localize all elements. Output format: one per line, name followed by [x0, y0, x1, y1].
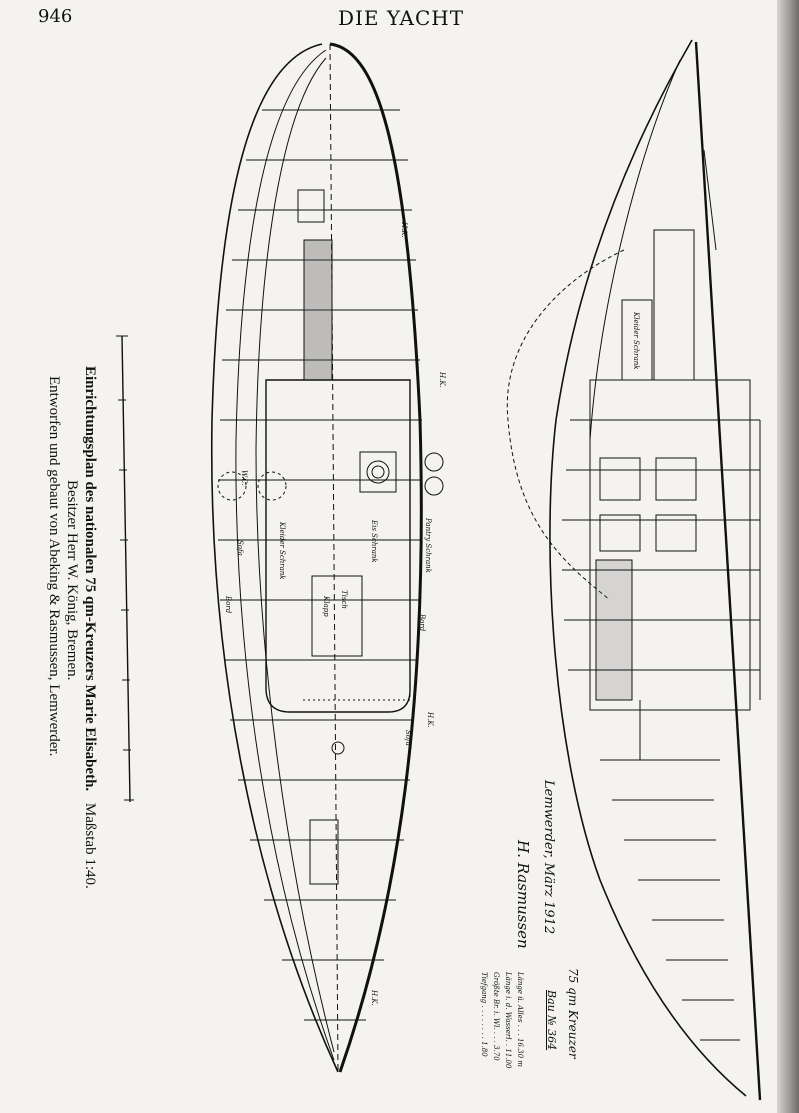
class-label: 75 qm Kreuzer [566, 968, 580, 1059]
caption-scale: Maßstab 1:40. [82, 802, 98, 889]
deck-plan [210, 42, 444, 1073]
profile-section [506, 39, 762, 1101]
dimension-line-2: Länge i. d. Wasserl. . 11.00 [504, 972, 512, 1069]
label-pantry-schrank: Pantry Schrank [424, 518, 432, 573]
dimension-line-3: Größte Br. i. Wl. . . . 3.70 [492, 972, 500, 1061]
label-eis-schrank: Eis Schrank [370, 520, 378, 563]
caption-owner: Besitzer Herr W. König, Bremen. [64, 480, 80, 681]
running-head: DIE YACHT [338, 6, 465, 30]
build-number: Bau № 364 [545, 990, 558, 1051]
label-sofa-1: Sofa [236, 540, 244, 556]
label-hk-3: H.K. [400, 222, 408, 238]
label-hk-1: H.K. [438, 372, 446, 388]
caption-builder: Entworfen und gebaut von Abeking & Rasmu… [46, 376, 62, 757]
caption-title: Einrichtungsplan des nationalen 75 qm-Kr… [81, 366, 98, 889]
label-kleider-schrank-side: Kleider Schrank [632, 312, 640, 370]
caption-title-text: Einrichtungsplan des nationalen 75 qm-Kr… [82, 366, 98, 792]
label-hk-2: H.K. [426, 712, 434, 728]
label-hk-4: H.K. [370, 990, 378, 1006]
label-sofa-2: Sofa [404, 730, 412, 746]
label-klapp: Klapp [322, 596, 330, 617]
page-number: 946 [38, 6, 73, 27]
label-bord-2: Bord [418, 614, 426, 632]
dimension-line-4: Tiefgang . . . . . . . . 1.80 [480, 972, 488, 1057]
book-page-edge [777, 0, 799, 1113]
label-tisch: Tisch [340, 590, 348, 609]
label-wc: W.C. [240, 470, 248, 486]
scale-bar [116, 335, 134, 803]
dimension-line-1: Länge ü. Alles . . . 16.30 m [516, 972, 524, 1067]
label-bord-1: Bord [224, 596, 232, 614]
signature-name: H. Rasmussen [514, 840, 532, 949]
label-kleider-schrank: Kleider Schrank [278, 522, 286, 580]
signature-place-date: Lemwerder, März 1912 [541, 780, 556, 935]
